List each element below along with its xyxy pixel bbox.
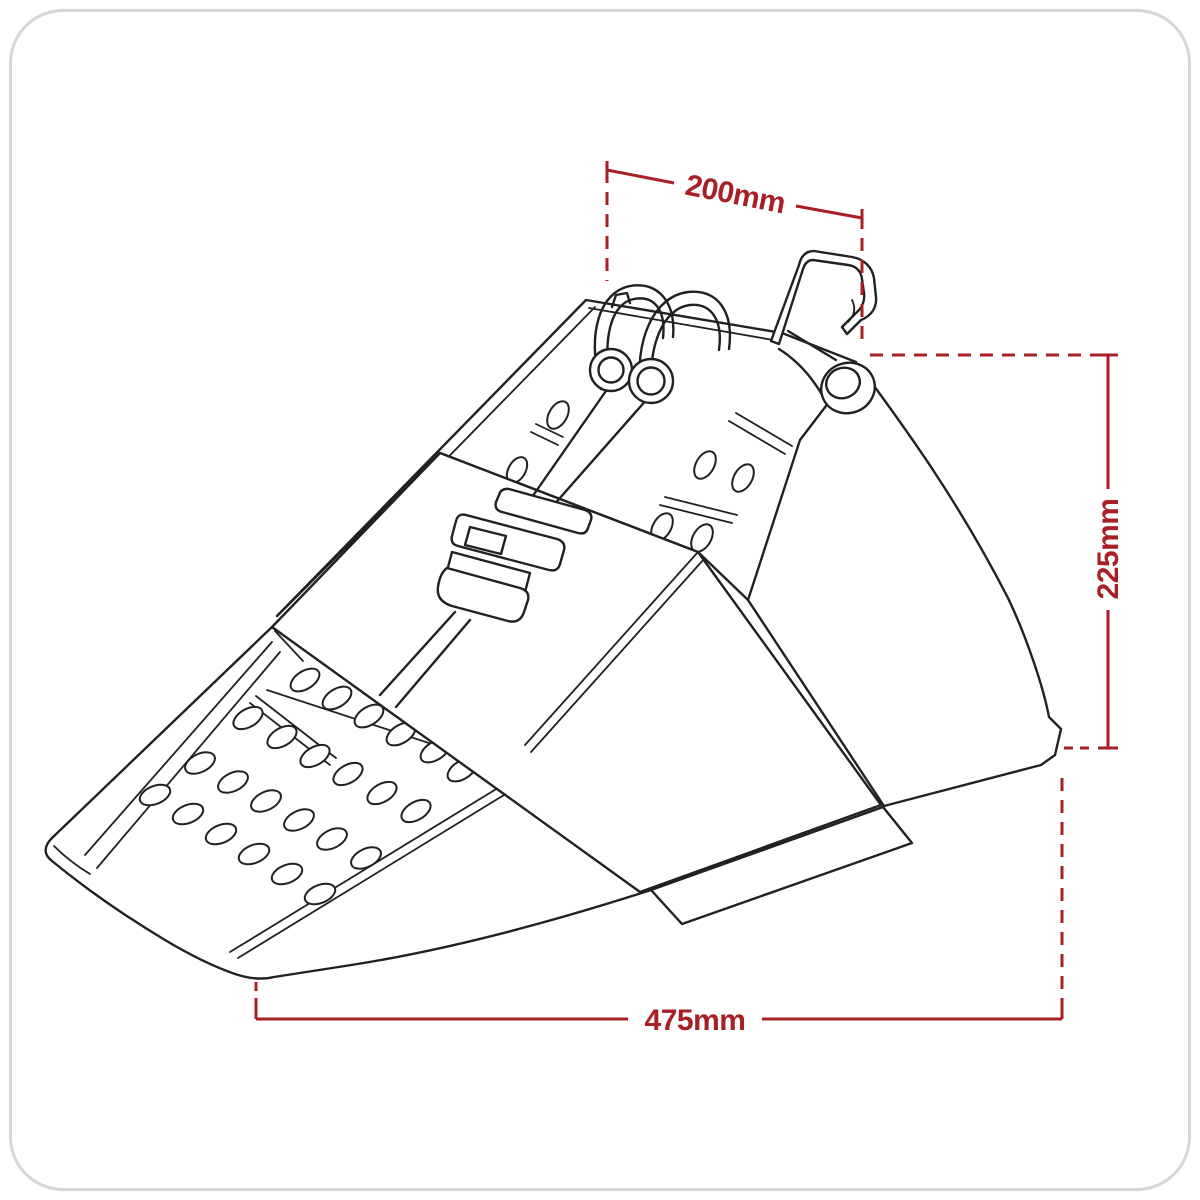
strap-buckle-mechanism bbox=[378, 284, 732, 709]
carry-handle-hook bbox=[769, 249, 878, 346]
wire-hoop-right-inner bbox=[649, 303, 721, 398]
wire-hoop-left bbox=[593, 284, 675, 391]
dimension-label-height: 225mm bbox=[1092, 499, 1125, 600]
middle-panel bbox=[270, 451, 883, 894]
wire-rings bbox=[588, 347, 675, 405]
wire-hoop-right bbox=[638, 290, 732, 400]
buckle-window bbox=[463, 525, 508, 556]
upper-ramp-strip bbox=[275, 291, 858, 623]
buckle-band bbox=[494, 487, 593, 535]
rounded-border-frame bbox=[9, 9, 1191, 1191]
front-ramp-plate bbox=[44, 625, 653, 980]
apex-roller bbox=[777, 329, 876, 415]
dimension-label-length: 475mm bbox=[645, 1004, 746, 1037]
dimension-annotations: 200mm 225mm 475mm bbox=[254, 161, 1125, 1037]
side-panel bbox=[746, 362, 1063, 808]
buckle-lever-cap bbox=[436, 566, 530, 623]
dimension-height: 225mm bbox=[870, 353, 1125, 750]
ramp-perforations bbox=[138, 667, 478, 906]
dimension-length: 475mm bbox=[254, 778, 1064, 1037]
ground-flap bbox=[649, 805, 914, 926]
dimension-label-top-width: 200mm bbox=[683, 169, 788, 221]
